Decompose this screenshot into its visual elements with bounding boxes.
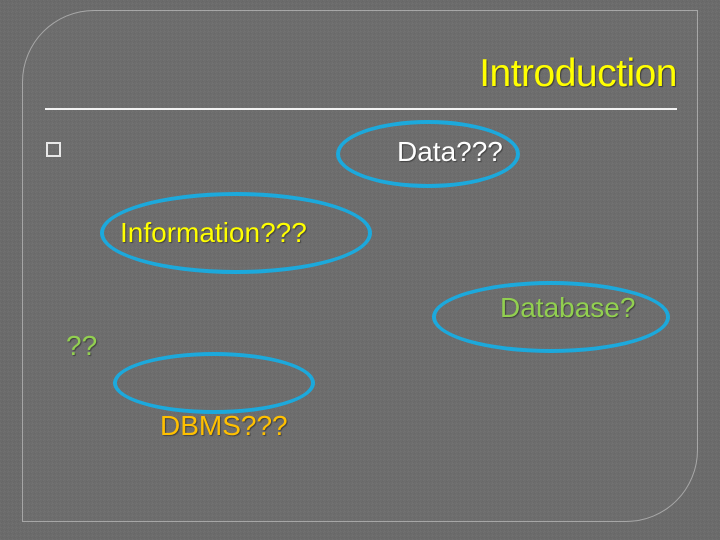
term-label-information: Information??? (120, 217, 307, 248)
ellipse-annotation-dbms (113, 352, 315, 414)
slide-title-text: Introduction (479, 52, 677, 95)
ellipse-annotation-information (100, 192, 372, 274)
ellipse-annotation-database (432, 281, 670, 353)
term-label-database: Database? (500, 292, 636, 323)
title-divider-rule (45, 108, 677, 110)
term-label-database-continuation: ?? (66, 330, 98, 361)
slide-title: Introduction (45, 52, 677, 96)
bullet-marker-icon (46, 142, 61, 157)
term-label-dbms: DBMS??? (160, 410, 288, 441)
term-label-data: Data??? (397, 136, 503, 167)
ellipse-annotation-data (336, 120, 520, 188)
